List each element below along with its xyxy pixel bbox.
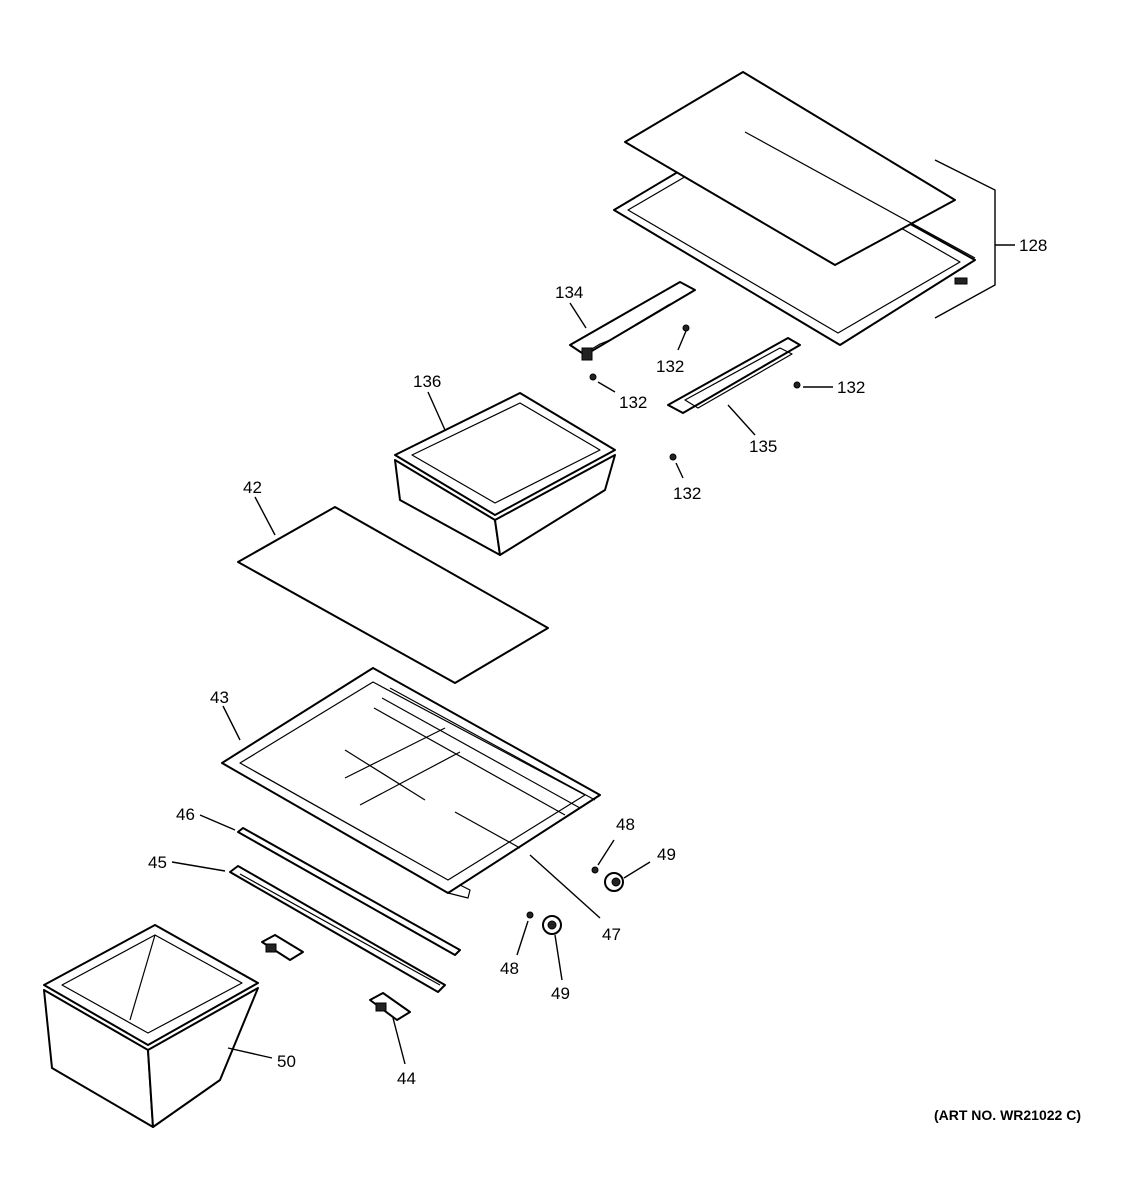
shelf-frame-foot	[954, 277, 968, 285]
frame-43-divider-a	[344, 727, 446, 779]
drawer-50-side	[147, 987, 259, 1128]
rail-45-groove	[239, 873, 441, 986]
leader-42	[254, 496, 276, 536]
callout-48-b: 48	[500, 959, 519, 978]
callout-50: 50	[277, 1052, 296, 1071]
frame-43-divider-b	[359, 751, 461, 806]
rail-135-body	[667, 337, 801, 414]
leader-136	[427, 391, 446, 431]
rail-134-ribs	[589, 303, 671, 351]
cover-frame-43	[221, 667, 601, 899]
glide-44-a	[261, 934, 304, 961]
callouts: 128 134 132 132 132 132 135 136 42 43 46…	[148, 236, 1047, 1088]
rail-135	[667, 337, 801, 436]
callout-132-c: 132	[837, 378, 865, 397]
leader-135	[727, 404, 756, 436]
leader-45	[171, 861, 226, 872]
rail-134	[569, 281, 696, 361]
pan-136	[394, 391, 616, 556]
frame-43-rib-b	[454, 811, 521, 849]
screw-132-b	[589, 373, 597, 381]
pan-136-inner	[411, 402, 601, 504]
rail-134-end	[581, 347, 593, 361]
rail-135-slots	[684, 347, 793, 409]
callout-43: 43	[210, 688, 229, 707]
leader-47	[529, 854, 601, 919]
callout-42: 42	[243, 478, 262, 497]
leader-49-b	[554, 934, 563, 981]
rail-46-body	[237, 827, 461, 956]
leader-132-a	[677, 330, 687, 351]
roller-49-b-hub	[547, 920, 557, 930]
callout-134: 134	[555, 283, 583, 302]
glide-44-b	[369, 992, 411, 1021]
callout-44: 44	[397, 1069, 416, 1088]
leader-48-b	[516, 920, 529, 956]
part-47	[529, 854, 601, 919]
callout-136: 136	[413, 372, 441, 391]
leader-132-b	[597, 381, 616, 393]
screw-132-c	[793, 381, 801, 389]
frame-43-clip	[447, 884, 471, 899]
callout-47: 47	[602, 925, 621, 944]
bracket-128	[934, 159, 996, 319]
leader-43	[222, 705, 241, 741]
callout-132-b: 132	[619, 393, 647, 412]
frame-43-rib-a	[344, 749, 426, 801]
screw-48-b	[526, 911, 534, 919]
frame-43-rail-a	[389, 687, 596, 801]
callout-49-b: 49	[551, 984, 570, 1003]
frame-43-outer	[221, 667, 601, 894]
leader-50	[227, 1047, 273, 1059]
callout-46: 46	[176, 805, 195, 824]
rail-134-body	[569, 281, 696, 356]
glide-44-b-block	[375, 1002, 387, 1012]
pan-136-rim	[394, 392, 616, 516]
roller-49-a-hub	[611, 877, 621, 887]
frame-43-rail-c	[373, 707, 566, 816]
rail-46	[199, 814, 461, 956]
leader-132-d	[675, 462, 684, 479]
screw-132-d	[669, 453, 677, 461]
drawer-50-rim	[43, 924, 259, 1046]
shelf-frame-rim	[744, 131, 976, 259]
callout-48-a: 48	[616, 815, 635, 834]
screws-132	[589, 324, 833, 479]
callout-132-a: 132	[656, 357, 684, 376]
callout-49-a: 49	[657, 845, 676, 864]
drawer-50	[43, 924, 273, 1128]
cover-glass-42-panel	[237, 506, 549, 684]
glides-44	[261, 934, 411, 1065]
pan-136-side	[494, 454, 616, 556]
rollers-48-49	[516, 839, 651, 981]
shelf-assembly-128	[613, 71, 1015, 346]
glide-44-a-block	[265, 943, 277, 953]
art-number-label: (ART NO. WR21022 C)	[934, 1107, 1081, 1123]
screw-132-a	[682, 324, 690, 332]
cover-glass-42	[237, 496, 549, 684]
leader-46	[199, 814, 236, 831]
frame-43-rail-b	[381, 697, 581, 809]
leader-49-a	[623, 861, 651, 879]
rail-45-body	[229, 865, 446, 993]
callout-132-d: 132	[673, 484, 701, 503]
drawer-50-corner	[129, 934, 156, 1021]
drawer-50-inner	[61, 934, 243, 1034]
callout-45: 45	[148, 853, 167, 872]
callout-128: 128	[1019, 236, 1047, 255]
leader-44	[392, 1017, 406, 1065]
leader-48-a	[597, 839, 615, 866]
rail-45	[171, 861, 446, 993]
screw-48-a	[591, 866, 599, 874]
leader-134	[569, 302, 587, 329]
callout-135: 135	[749, 437, 777, 456]
shelf-glass	[624, 71, 956, 266]
